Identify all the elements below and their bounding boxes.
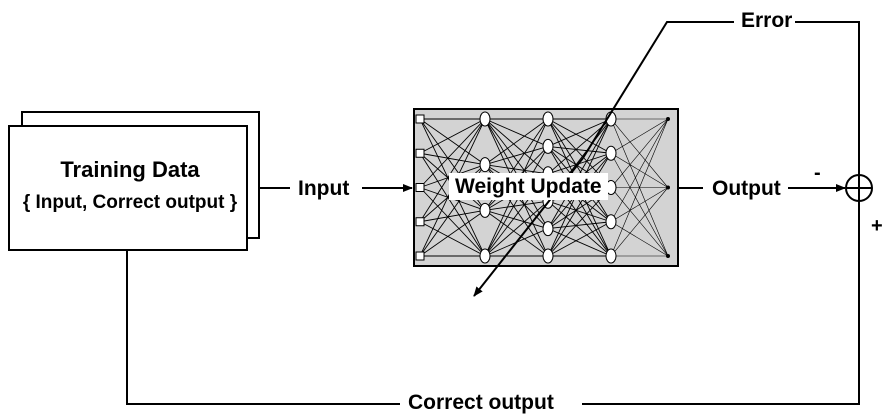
network-edge (419, 221, 486, 257)
network-edge (419, 209, 486, 257)
network-edge (484, 118, 549, 166)
network-edge (484, 200, 549, 257)
network-edge (547, 221, 612, 257)
hidden-neuron (605, 248, 617, 264)
network-edge (484, 146, 549, 257)
input-node (415, 251, 425, 261)
output-node (666, 254, 670, 258)
network-edge (610, 187, 669, 223)
training-data-subtitle: { Input, Correct output } (22, 192, 238, 213)
input-label: Input (295, 178, 353, 199)
error-label: Error (738, 10, 796, 31)
output-node (666, 117, 670, 121)
correct-output-label: Correct output (404, 392, 558, 413)
network-edge (610, 118, 669, 188)
network-edge (547, 118, 612, 154)
hidden-neuron (479, 111, 491, 127)
network-edge (419, 209, 486, 223)
network-edge (610, 118, 669, 257)
network-edge (484, 209, 549, 257)
network-edge (547, 221, 612, 230)
output-node (666, 185, 670, 190)
correct-output-line-right (582, 201, 860, 405)
network-edge (419, 152, 486, 166)
network-edge (547, 153, 612, 257)
network-edge (484, 164, 549, 175)
error-feedback-line (794, 21, 860, 175)
network-edge (547, 118, 612, 147)
network-edge (547, 200, 612, 223)
hidden-neuron (542, 111, 554, 127)
network-edge (610, 187, 669, 257)
network-edge (419, 187, 486, 257)
hidden-neuron (542, 248, 554, 264)
network-edge (547, 145, 612, 154)
network-edge (610, 118, 669, 154)
network-edge (484, 145, 549, 166)
training-data-box (8, 125, 248, 251)
hidden-neuron (605, 145, 617, 161)
input-node (415, 217, 425, 227)
network-edge (610, 221, 669, 257)
network-edge (419, 118, 486, 188)
hidden-neuron (542, 221, 554, 237)
error-line-left (582, 21, 734, 159)
hidden-neuron (605, 214, 617, 230)
network-edge (419, 118, 486, 222)
hidden-neuron (542, 138, 554, 154)
plus-sign: + (871, 215, 883, 237)
output-label: Output (709, 178, 784, 199)
correct-output-line-left (126, 250, 400, 405)
summing-junction (845, 174, 873, 202)
hidden-neuron (479, 202, 491, 218)
network-edge (419, 153, 486, 257)
minus-sign: - (814, 162, 821, 184)
hidden-neuron (479, 248, 491, 264)
input-node (415, 183, 425, 192)
network-edge (419, 118, 486, 154)
network-edge (547, 118, 612, 222)
input-node (415, 114, 425, 124)
network-edge (610, 118, 669, 222)
network-edge (484, 200, 549, 211)
input-node (415, 148, 425, 158)
network-edge (484, 209, 549, 230)
hidden-neuron (479, 157, 491, 173)
weight-update-label: Weight Update (449, 173, 608, 200)
training-data-title: Training Data (60, 157, 200, 182)
network-edge (419, 118, 486, 166)
